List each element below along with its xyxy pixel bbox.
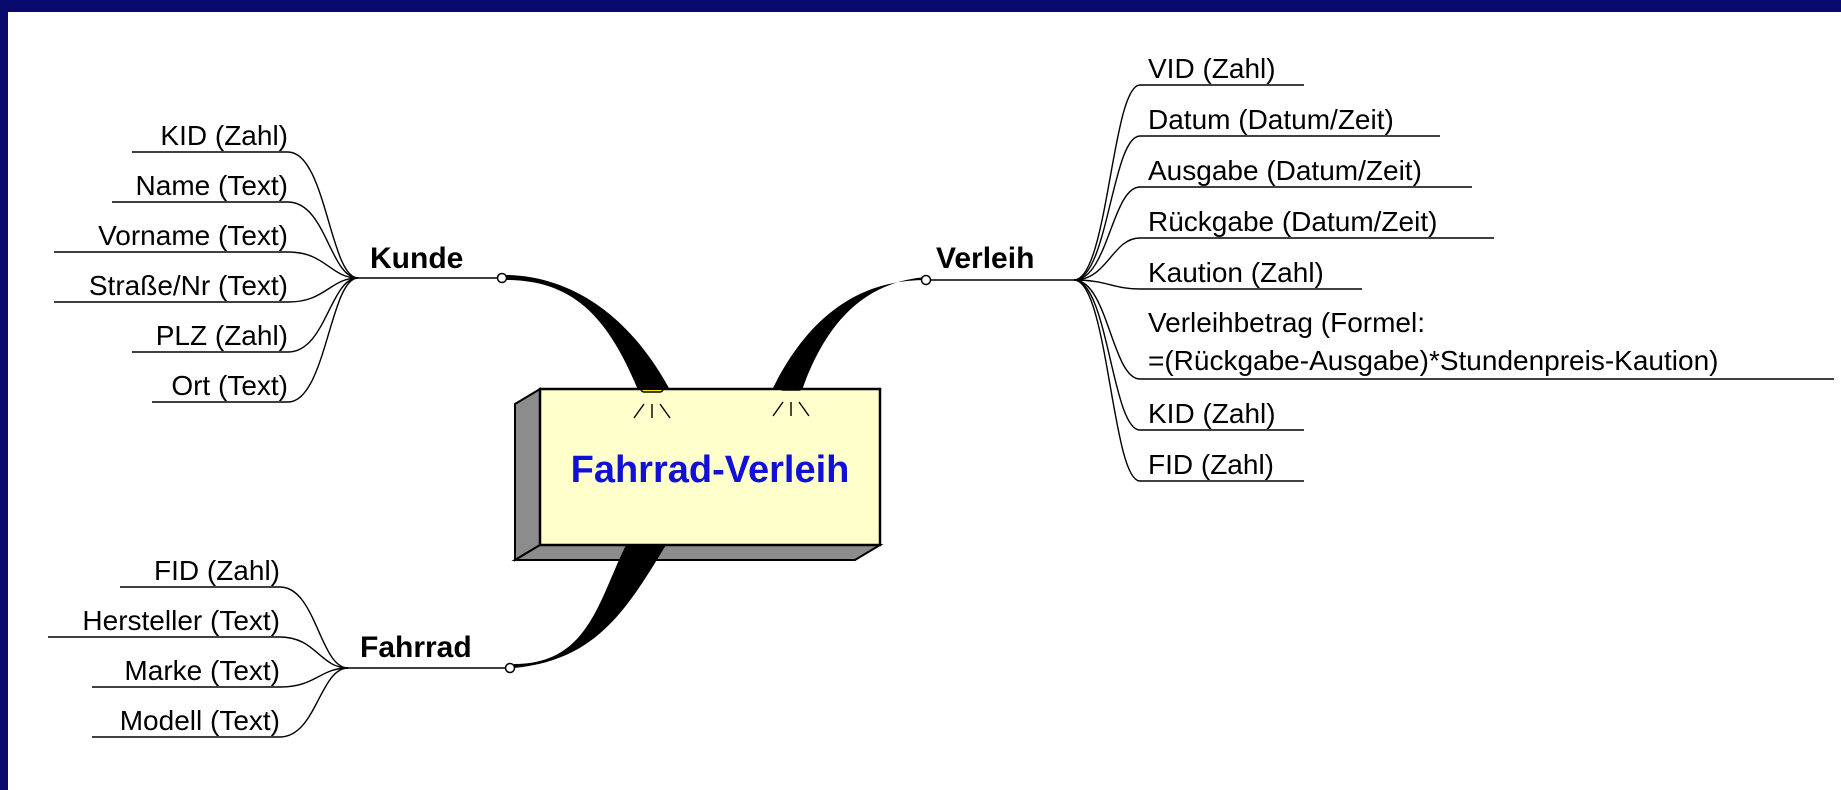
kunde-field: Vorname (Text) — [98, 220, 288, 251]
fahrrad-field: Hersteller (Text) — [82, 605, 280, 636]
central-box — [538, 387, 882, 547]
fahrrad-field: Modell (Text) — [120, 705, 280, 736]
verleih-field: =(Rückgabe-Ausgabe)*Stundenpreis-Kaution… — [1148, 345, 1718, 376]
verleih-field: KID (Zahl) — [1148, 398, 1276, 429]
node-verleih — [920, 274, 932, 286]
branch-kunde[interactable]: Kunde KID (Zahl) Name (Text) Vorname (Te… — [54, 120, 508, 403]
central-shadow-left — [514, 387, 541, 562]
central-topic[interactable]: Fahrrad-Verleih — [511, 387, 884, 562]
central-title: Fahrrad-Verleih — [571, 449, 850, 491]
branch-label-kunde: Kunde — [370, 242, 463, 275]
kunde-field: PLZ (Zahl) — [156, 320, 288, 351]
verleih-field: Datum (Datum/Zeit) — [1148, 104, 1394, 135]
branch-verleih[interactable]: Verleih VID (Zahl) Datum (Datum/Zeit) Au… — [920, 53, 1835, 482]
branch-fahrrad[interactable]: Fahrrad FID (Zahl) Hersteller (Text) Mar… — [48, 555, 516, 738]
verleih-field: Verleihbetrag (Formel: — [1148, 307, 1425, 338]
verleih-field: Rückgabe (Datum/Zeit) — [1148, 206, 1437, 237]
fahrrad-field: FID (Zahl) — [154, 555, 280, 586]
branch-label-fahrrad: Fahrrad — [360, 631, 472, 664]
node-kunde — [496, 272, 508, 284]
verleih-field: Ausgabe (Datum/Zeit) — [1148, 155, 1422, 186]
fahrrad-field: Marke (Text) — [124, 655, 280, 686]
connector-fahrrad — [514, 545, 666, 668]
kunde-field: Ort (Text) — [171, 370, 288, 401]
mindmap-canvas: Fahrrad-Verleih Kunde KID (Zahl) Name (T… — [8, 12, 1841, 790]
node-fahrrad — [504, 662, 516, 674]
branch-label-verleih: Verleih — [936, 242, 1034, 275]
central-shadow-bottom — [511, 544, 884, 561]
mindmap: Fahrrad-Verleih Kunde KID (Zahl) Name (T… — [48, 53, 1835, 738]
connector-verleih — [772, 277, 926, 390]
verleih-field: FID (Zahl) — [1148, 449, 1274, 480]
verleih-field: Kaution (Zahl) — [1148, 257, 1324, 288]
verleih-field: VID (Zahl) — [1148, 53, 1276, 84]
kunde-field: KID (Zahl) — [160, 120, 288, 151]
connector-kunde — [506, 275, 670, 390]
kunde-field: Name (Text) — [136, 170, 288, 201]
kunde-field: Straße/Nr (Text) — [89, 270, 288, 301]
